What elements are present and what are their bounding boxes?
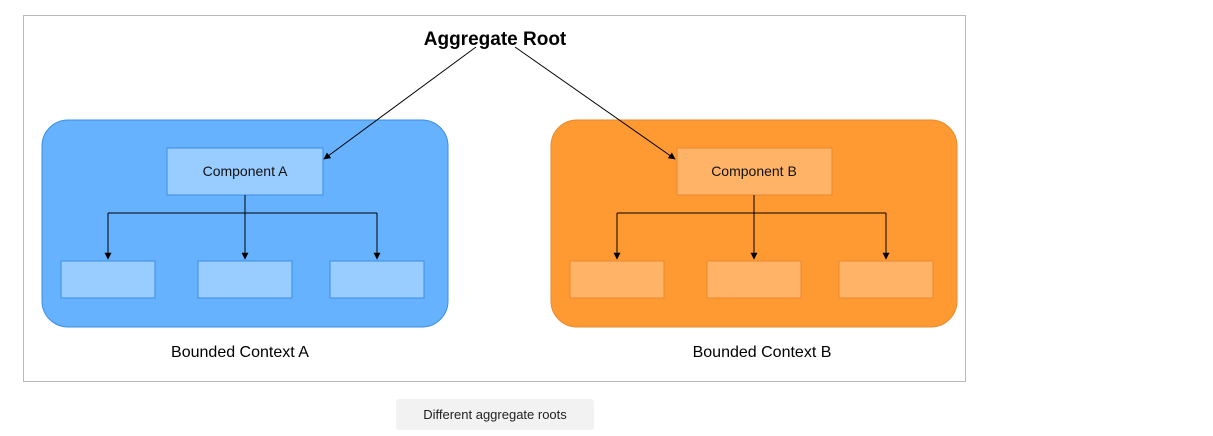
- figure-caption: Different aggregate roots: [396, 399, 594, 430]
- component-a-label: Component A: [203, 163, 288, 179]
- context-b-child-3: [838, 260, 934, 299]
- context-a-connectors: [104, 195, 381, 260]
- component-a-box: [166, 147, 324, 196]
- root-to-component-a-arrow: [323, 46, 477, 160]
- root-to-component-b-arrow: [514, 46, 676, 160]
- context-b-child-1: [569, 260, 665, 299]
- component-b-box: [676, 147, 833, 196]
- context-a-child-1: [60, 260, 156, 299]
- bounded-context-a-label: Bounded Context A: [171, 344, 309, 361]
- component-b-label: Component B: [711, 163, 797, 179]
- context-a-child-3: [329, 260, 425, 299]
- context-b-child-2: [706, 260, 802, 299]
- context-a-child-2: [197, 260, 293, 299]
- context-b-connectors: [613, 195, 890, 260]
- aggregate-root-label: Aggregate Root: [424, 29, 567, 50]
- bounded-context-b-label: Bounded Context B: [693, 344, 832, 361]
